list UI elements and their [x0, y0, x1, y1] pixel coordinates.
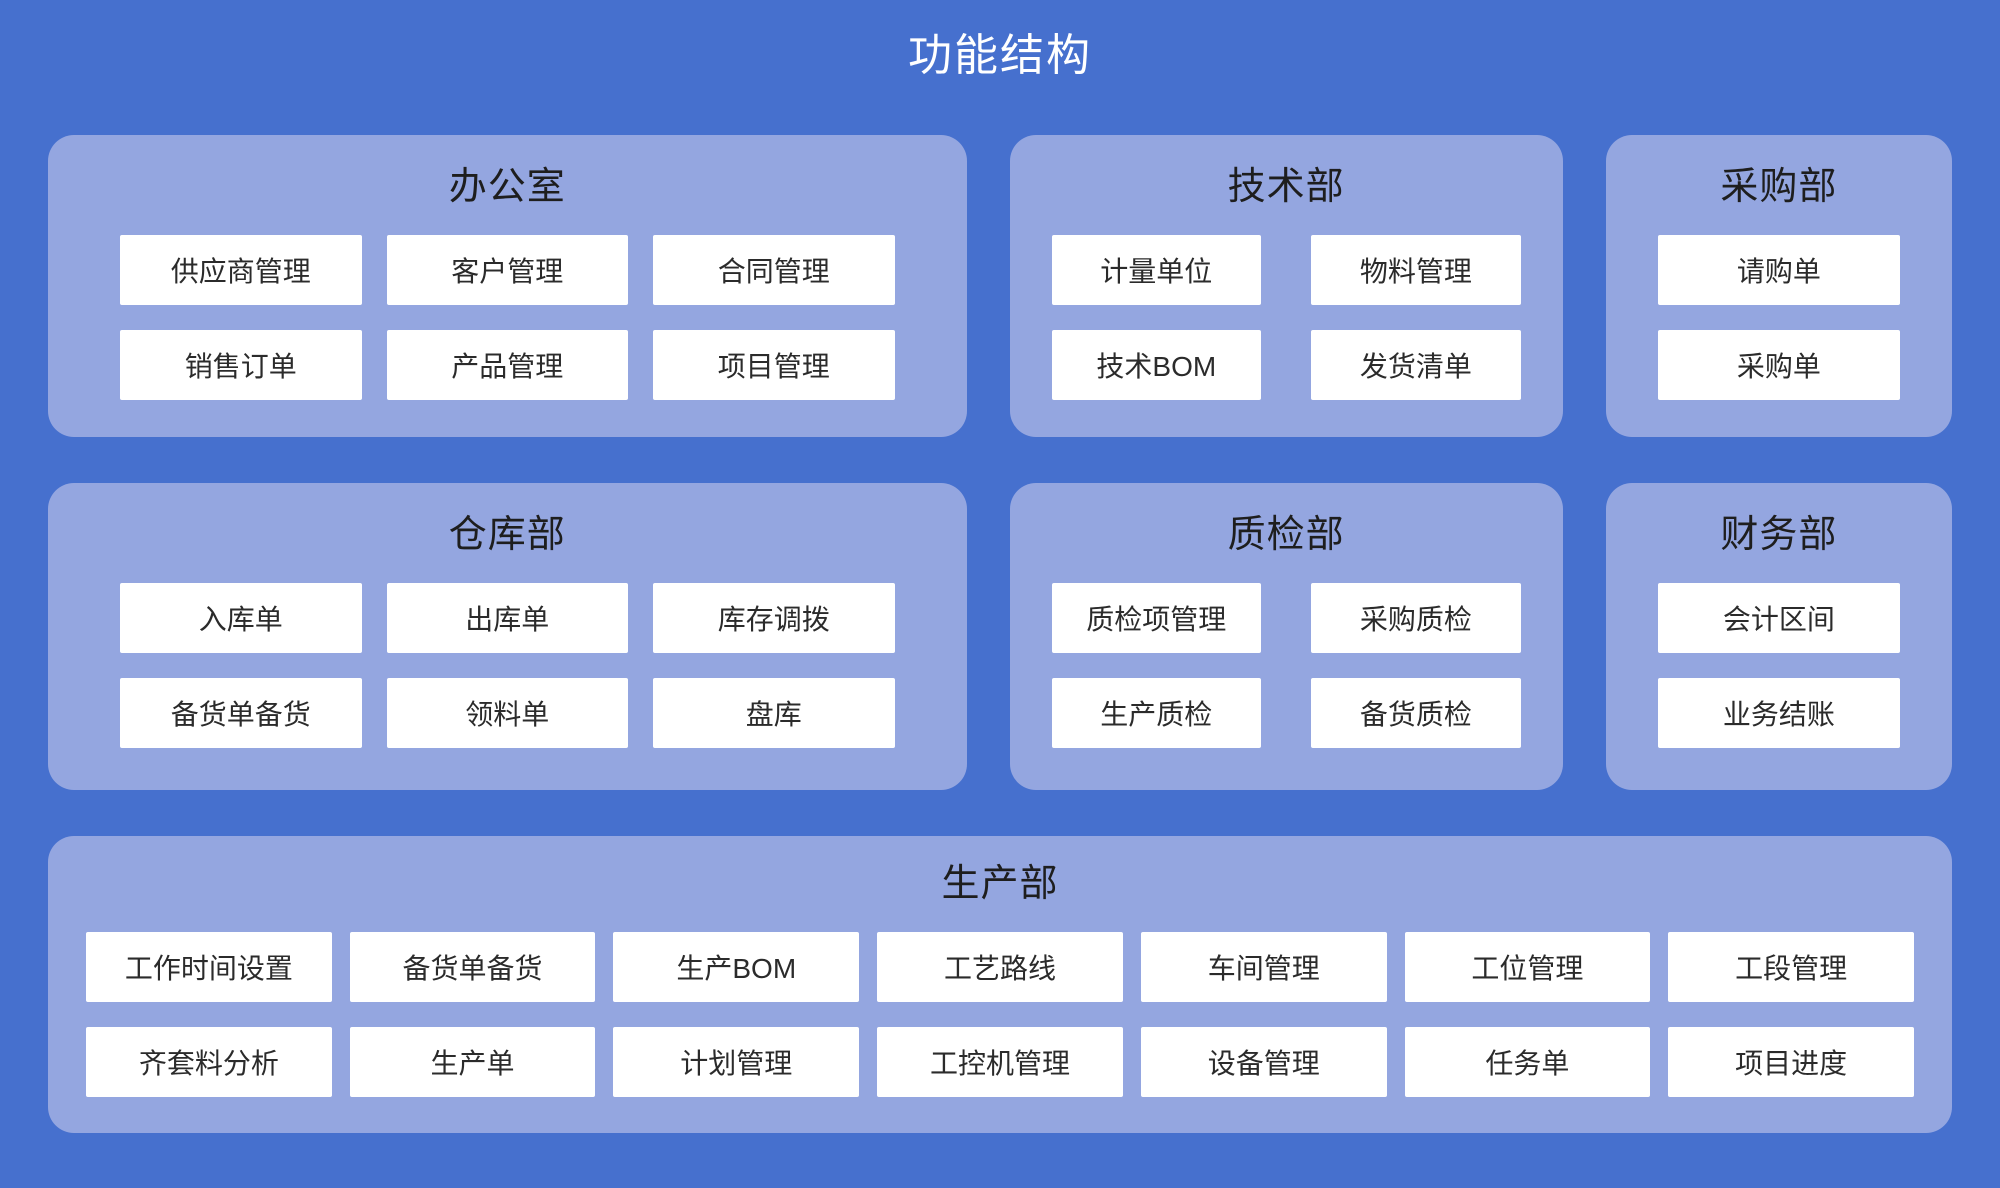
module-card: 工位管理 — [1404, 932, 1651, 1002]
module-card: 产品管理 — [386, 330, 629, 400]
module-card: 请购单 — [1657, 235, 1900, 305]
department-grid: 办公室 供应商管理 客户管理 合同管理 销售订单 产品管理 项目管理 技术部 计… — [48, 135, 1952, 1133]
module-card: 盘库 — [653, 678, 895, 748]
module-card: 生产单 — [349, 1027, 596, 1097]
module-card: 质检项管理 — [1051, 583, 1262, 653]
module-card: 任务单 — [1404, 1027, 1651, 1097]
module-card: 备货单备货 — [349, 932, 596, 1002]
module-card: 供应商管理 — [120, 235, 362, 305]
module-card: 齐套料分析 — [86, 1027, 332, 1097]
department-panel-production: 生产部 工作时间设置 备货单备货 生产BOM 工艺路线 车间管理 工位管理 工段… — [48, 836, 1952, 1133]
module-card: 合同管理 — [653, 235, 895, 305]
module-card: 计量单位 — [1051, 235, 1262, 305]
module-card: 工控机管理 — [877, 1027, 1123, 1097]
department-title-production: 生产部 — [941, 863, 1059, 905]
department-title-qc: 质检部 — [1227, 514, 1345, 556]
department-panel-finance: 财务部 会计区间 业务结账 — [1605, 483, 1952, 790]
module-card: 物料管理 — [1311, 235, 1521, 305]
module-card: 销售订单 — [120, 330, 362, 400]
module-card: 生产BOM — [613, 932, 860, 1002]
module-card: 库存调拨 — [653, 583, 895, 653]
department-panel-warehouse: 仓库部 入库单 出库单 库存调拨 备货单备货 领料单 盘库 — [48, 483, 967, 790]
module-list-warehouse: 入库单 出库单 库存调拨 备货单备货 领料单 盘库 — [48, 583, 967, 748]
module-card: 会计区间 — [1657, 583, 1900, 653]
module-list-tech: 计量单位 物料管理 技术BOM 发货清单 — [1010, 235, 1563, 400]
department-title-warehouse: 仓库部 — [448, 514, 566, 556]
module-card: 客户管理 — [386, 235, 629, 305]
module-card: 备货质检 — [1311, 678, 1521, 748]
department-title-office: 办公室 — [448, 166, 566, 208]
department-panel-tech: 技术部 计量单位 物料管理 技术BOM 发货清单 — [1009, 135, 1563, 437]
module-card: 领料单 — [386, 678, 629, 748]
department-title-tech: 技术部 — [1227, 166, 1345, 208]
module-card: 出库单 — [386, 583, 629, 653]
module-card: 备货单备货 — [120, 678, 362, 748]
module-card: 入库单 — [120, 583, 362, 653]
module-card: 采购质检 — [1311, 583, 1521, 653]
module-card: 计划管理 — [613, 1027, 860, 1097]
department-title-purchasing: 采购部 — [1720, 166, 1838, 208]
module-list-purchasing: 请购单 采购单 — [1606, 235, 1952, 400]
module-card: 工艺路线 — [877, 932, 1123, 1002]
module-card: 项目管理 — [653, 330, 895, 400]
page-title: 功能结构 — [908, 31, 1092, 80]
module-card: 技术BOM — [1051, 330, 1262, 400]
module-card: 生产质检 — [1051, 678, 1262, 748]
department-panel-purchasing: 采购部 请购单 采购单 — [1605, 135, 1952, 437]
module-card: 项目进度 — [1668, 1027, 1914, 1097]
department-panel-office: 办公室 供应商管理 客户管理 合同管理 销售订单 产品管理 项目管理 — [48, 135, 967, 437]
module-card: 采购单 — [1657, 330, 1900, 400]
module-card: 发货清单 — [1311, 330, 1521, 400]
module-card: 车间管理 — [1140, 932, 1387, 1002]
module-card: 设备管理 — [1140, 1027, 1387, 1097]
module-list-qc: 质检项管理 采购质检 生产质检 备货质检 — [1010, 583, 1563, 748]
module-card: 工段管理 — [1668, 932, 1914, 1002]
module-list-production: 工作时间设置 备货单备货 生产BOM 工艺路线 车间管理 工位管理 工段管理 齐… — [48, 932, 1952, 1097]
department-panel-qc: 质检部 质检项管理 采购质检 生产质检 备货质检 — [1009, 483, 1563, 790]
module-card: 业务结账 — [1657, 678, 1900, 748]
module-card: 工作时间设置 — [86, 932, 332, 1002]
department-title-finance: 财务部 — [1720, 514, 1838, 556]
module-list-office: 供应商管理 客户管理 合同管理 销售订单 产品管理 项目管理 — [48, 235, 967, 400]
module-list-finance: 会计区间 业务结账 — [1606, 583, 1952, 748]
